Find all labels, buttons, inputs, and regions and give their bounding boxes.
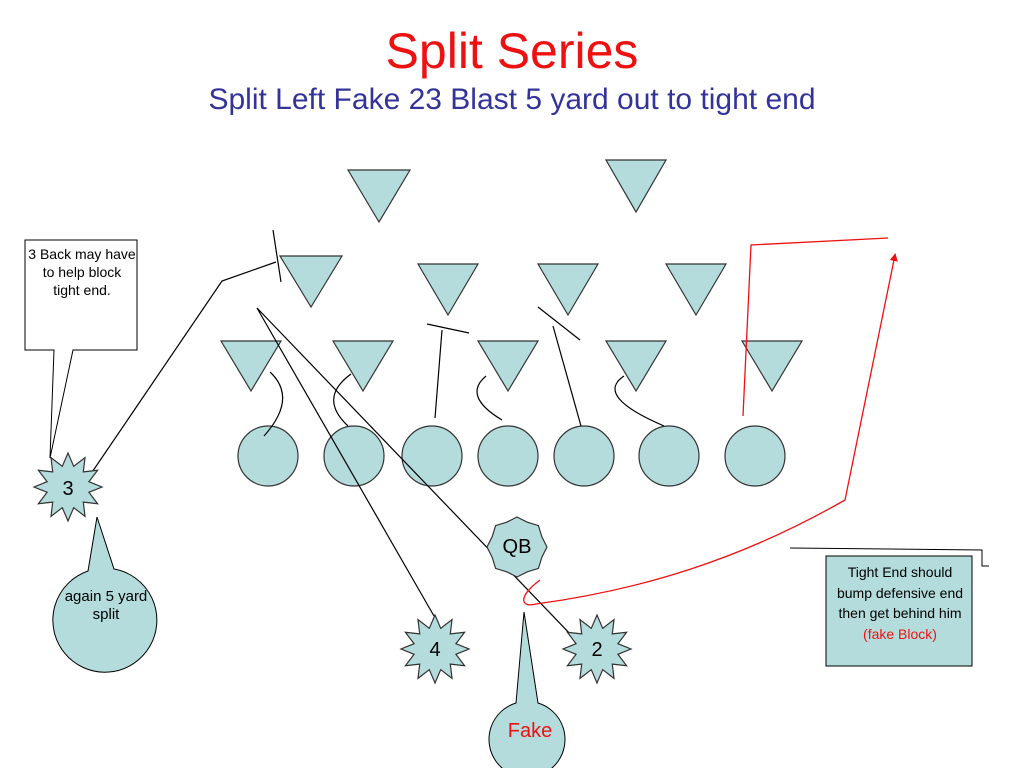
tight-end-circle (724, 425, 786, 487)
lineman-circle (401, 425, 463, 487)
defender-triangle (664, 263, 728, 317)
back-4-burst (399, 613, 471, 685)
defender-triangle (346, 169, 412, 224)
callout-split-text: again 5 yard split (64, 588, 148, 623)
block-path (614, 375, 665, 427)
quarterback-burst (486, 516, 548, 578)
defender-triangle (740, 340, 804, 393)
te-route-top (742, 237, 889, 417)
block-path (552, 325, 582, 427)
quarterback-label: QB (502, 536, 532, 558)
lineman-circle (323, 425, 385, 487)
lineman-circle (638, 425, 700, 487)
callout-tight-end-highlight: (fake Block) (863, 625, 937, 642)
defender-triangle (416, 263, 480, 317)
callout-te-connector (789, 547, 989, 567)
offensive-line (237, 425, 786, 487)
slide-title: Split Series (385, 23, 639, 79)
back-3-burst (32, 451, 104, 523)
callout-back-block-text: 3 Back may have to help block tight end. (28, 246, 136, 298)
lineman-circle (553, 425, 615, 487)
route-back-2 (256, 307, 575, 639)
callout-tight-end-text: Tight End should bump defensive end then… (829, 562, 971, 644)
defender-triangle (278, 255, 344, 309)
back-routes (83, 261, 575, 639)
defender-triangle (604, 159, 668, 214)
defense (219, 159, 804, 393)
back-2-label: 2 (591, 639, 603, 661)
blocking-lines (263, 229, 665, 437)
callout-fake (488, 611, 566, 768)
route-back-4 (256, 307, 435, 617)
callout-tight-end-main: Tight End should bump defensive end then… (836, 564, 964, 621)
back-4-label: 4 (429, 639, 441, 661)
callout-back-block (24, 239, 138, 459)
callout-tight-end (825, 555, 973, 667)
block-path (263, 371, 284, 437)
defender-triangle (476, 340, 540, 393)
block-bar (537, 306, 581, 341)
defender-triangle (331, 340, 395, 393)
route-back-3 (83, 261, 277, 485)
lineman-circle (237, 425, 299, 487)
tight-end-route (523, 237, 898, 606)
block-bar (272, 229, 282, 283)
block-path (476, 375, 503, 421)
backs (32, 451, 633, 685)
back-2-burst (561, 613, 633, 685)
te-route-main (523, 253, 898, 606)
callout-split (52, 516, 158, 673)
callout-fake-text: Fake (507, 720, 553, 742)
lineman-circle (477, 425, 539, 487)
block-path (434, 329, 443, 419)
defender-triangle (604, 340, 668, 393)
defender-triangle (536, 263, 600, 317)
block-bar (426, 323, 470, 334)
back-3-label: 3 (62, 478, 74, 500)
slide-subtitle: Split Left Fake 23 Blast 5 yard out to t… (208, 83, 816, 116)
block-path (333, 373, 352, 427)
defender-triangle (219, 340, 283, 393)
